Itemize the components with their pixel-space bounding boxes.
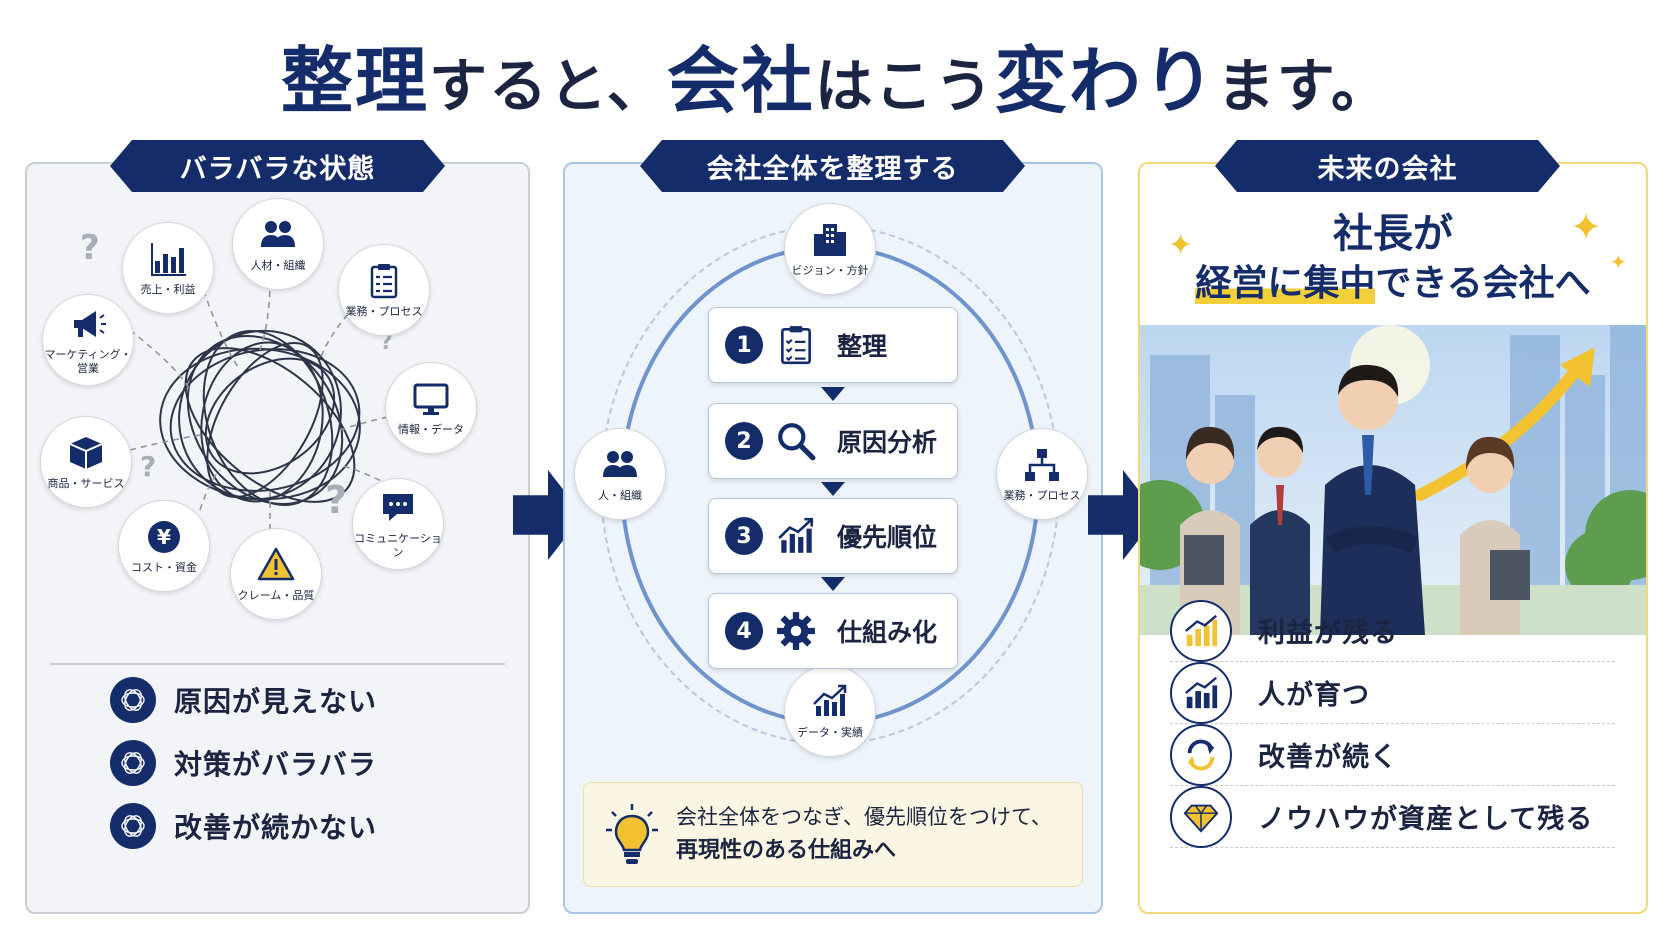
- node-people-organization: 人材・組織: [232, 198, 324, 290]
- node-cost-funds: ¥ コスト・資金: [118, 500, 210, 592]
- checklist-icon: [781, 326, 811, 365]
- diamond-icon: [1170, 785, 1232, 848]
- future-team-illustration: [1140, 325, 1646, 635]
- title-text: すると、: [429, 52, 667, 120]
- profit-chart-icon: [1170, 599, 1232, 662]
- step-root-cause: 2 原因分析: [708, 403, 958, 479]
- question-mark-icon: ?: [80, 228, 100, 268]
- person-woman-right: [1460, 436, 1530, 635]
- note-line-2: 再現性のある仕組みへ: [676, 837, 897, 863]
- gear-icon: [777, 612, 815, 650]
- clipboard-icon: [370, 264, 398, 299]
- chaos-banner: バラバラな状態: [110, 140, 445, 192]
- person-man-left: [1250, 426, 1310, 635]
- node-information-data: 情報・データ: [385, 362, 477, 454]
- step-down-arrow: [821, 387, 845, 401]
- step-organize: 1 整理: [708, 307, 958, 383]
- note-line-1: 会社全体をつなぎ、優先順位をつけて、: [676, 805, 1052, 830]
- org-chart-icon: [1025, 449, 1059, 482]
- growth-chart-icon: [813, 684, 847, 717]
- step-down-arrow: [821, 577, 845, 591]
- summary-note: 会社全体をつなぎ、優先順位をつけて、 再現性のある仕組みへ: [583, 782, 1083, 887]
- node-people-org: 人・組織: [574, 428, 666, 520]
- people-icon: [261, 221, 295, 248]
- magnifier-icon: [778, 423, 816, 461]
- node-sales-profit: 売上・利益: [122, 222, 214, 314]
- step-priority: 3 優先順位: [708, 498, 958, 574]
- title-emphasis: 整理: [281, 39, 430, 123]
- tangle-icon: [110, 677, 156, 723]
- person-man-center: [1320, 364, 1425, 635]
- sparkle-icon: ✦: [1610, 250, 1627, 274]
- chat-bubble-icon: [383, 494, 413, 522]
- problem-item: 原因が見えない: [110, 677, 377, 723]
- headline-highlight: 経営に集中: [1195, 263, 1376, 304]
- megaphone-icon: [74, 311, 106, 338]
- problem-item: 改善が続かない: [110, 803, 377, 849]
- benefit-item: 改善が続く: [1170, 723, 1615, 786]
- organize-banner: 会社全体を整理する: [640, 140, 1025, 192]
- people-icon: [603, 451, 637, 478]
- node-marketing-sales: マーケティング・営業: [42, 294, 134, 386]
- node-products-services: 商品・サービス: [40, 416, 132, 508]
- cycle-arrows-icon: [1170, 723, 1232, 786]
- step-systemize: 4 仕組み化: [708, 593, 958, 669]
- box-icon: [69, 437, 103, 470]
- headline-rest: できる会社へ: [1375, 263, 1591, 304]
- node-data-results: データ・実績: [784, 665, 876, 757]
- lightbulb-icon: [606, 803, 658, 864]
- tangled-scribble: [159, 329, 361, 507]
- node-operations-process: 業務・プロセス: [996, 428, 1088, 520]
- title-text: はこう: [814, 52, 995, 120]
- section-divider: [50, 663, 505, 665]
- node-operations-process: 業務・プロセス: [338, 244, 430, 336]
- yen-coin-icon: ¥: [148, 521, 180, 554]
- growth-chart-icon: [1170, 661, 1232, 724]
- tangle-icon: [110, 803, 156, 849]
- tangle-icon: [110, 740, 156, 786]
- growth-chart-icon: [778, 517, 814, 553]
- benefit-item: 利益が残る: [1170, 599, 1615, 662]
- node-vision-policy: ビジョン・方針: [784, 203, 876, 295]
- title-emphasis: 変わり: [994, 39, 1217, 123]
- svg-text:¥: ¥: [157, 525, 171, 549]
- sparkle-icon: ✦: [1168, 228, 1194, 263]
- title-text: ます。: [1216, 52, 1391, 120]
- question-mark-icon: ?: [380, 330, 393, 355]
- headline-line-1: 社長が: [1333, 211, 1453, 257]
- step-down-arrow: [821, 482, 845, 496]
- bar-chart-icon: [151, 243, 186, 277]
- title-emphasis: 会社: [666, 39, 815, 123]
- problem-item: 対策がバラバラ: [110, 740, 377, 786]
- question-mark-icon: ?: [140, 450, 157, 483]
- future-banner: 未来の会社: [1215, 140, 1560, 192]
- benefit-item: ノウハウが資産として残る: [1170, 785, 1615, 848]
- future-headline: 社長が 経営に集中できる会社へ: [1138, 210, 1648, 305]
- node-communication: コミュニケーション: [352, 478, 444, 570]
- monitor-icon: [413, 383, 449, 416]
- node-complaints-quality: クレーム・品質: [230, 528, 322, 620]
- warning-icon: [257, 547, 295, 581]
- building-icon: [814, 224, 846, 257]
- question-mark-icon: ?: [325, 478, 348, 522]
- benefit-item: 人が育つ: [1170, 661, 1615, 724]
- sparkle-icon: ✦: [1570, 205, 1602, 249]
- page-title: 整理すると、会社はこう変わります。: [0, 22, 1672, 127]
